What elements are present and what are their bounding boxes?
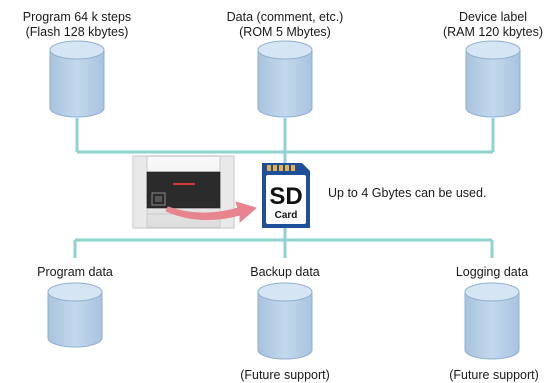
- label-line: (RAM 120 kbytes): [442, 25, 544, 39]
- insert-arrow: [165, 201, 257, 223]
- storage-cylinder-program: [49, 40, 105, 118]
- storage-cylinder-data: [257, 40, 313, 118]
- storage-cylinder-backup-data: [257, 282, 313, 360]
- label-line: Data (comment, etc.): [226, 10, 344, 24]
- bottom-connector-bus: [73, 228, 494, 258]
- label-line: (ROM 5 Mbytes): [239, 25, 331, 39]
- bottom-storage-label-backup-data: Backup data: [250, 265, 320, 279]
- label-line: Program 64 k steps: [22, 10, 132, 24]
- sd-card-text: Card: [275, 210, 298, 221]
- storage-cylinder-logging-data: [464, 282, 520, 360]
- top-connector-bus: [75, 118, 495, 163]
- label-line: Device label: [458, 10, 528, 24]
- future-support-note-logging: (Future support): [449, 368, 539, 382]
- sd-logo-text: SD: [269, 183, 302, 210]
- bottom-storage-label-program-data: Program data: [37, 265, 113, 279]
- top-storage-label-program: Program 64 k steps (Flash 128 kbytes): [23, 10, 131, 40]
- storage-cylinder-program-data: [47, 282, 103, 348]
- label-line: (Flash 128 kbytes): [25, 25, 129, 39]
- storage-cylinder-device-label: [465, 40, 521, 118]
- top-storage-label-device: Device label (RAM 120 kbytes): [443, 10, 543, 40]
- future-support-note-backup: (Future support): [240, 368, 330, 382]
- bottom-storage-label-logging-data: Logging data: [455, 265, 529, 279]
- sd-card-capacity-caption: Up to 4 Gbytes can be used.: [328, 186, 487, 200]
- sd-card-icon: SD Card: [262, 163, 310, 228]
- top-storage-label-data: Data (comment, etc.) (ROM 5 Mbytes): [227, 10, 344, 40]
